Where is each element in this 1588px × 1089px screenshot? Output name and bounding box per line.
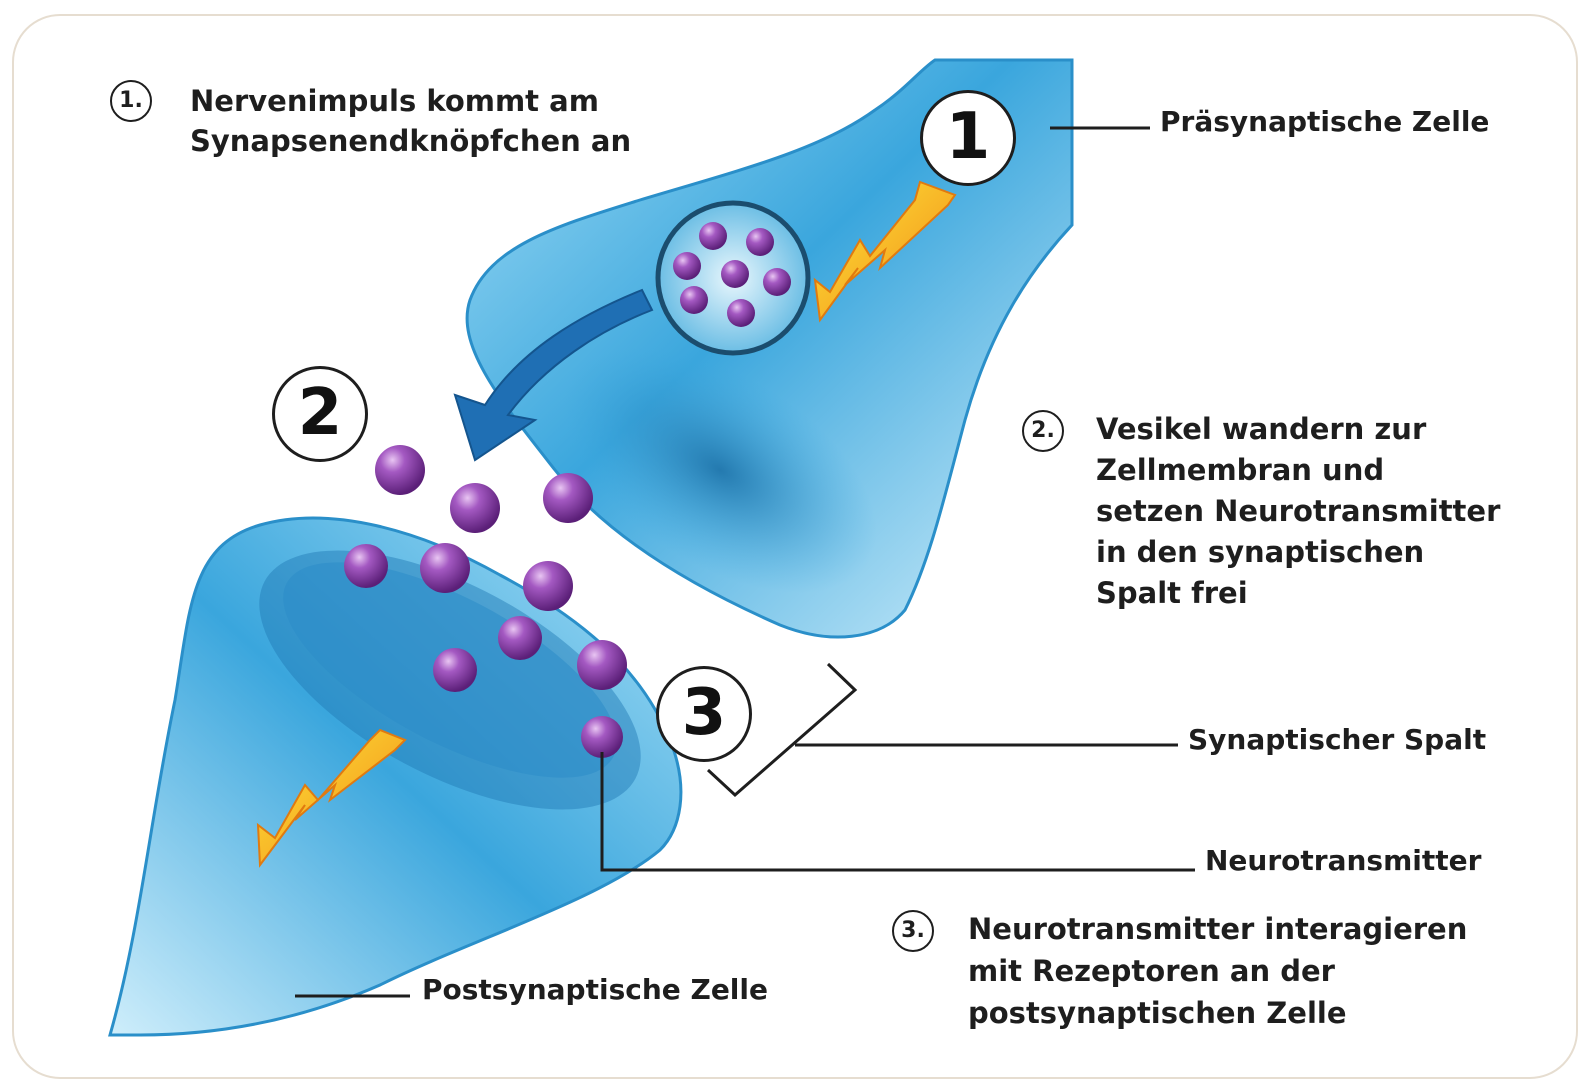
step-3-number: 3. xyxy=(892,910,934,952)
step-3-line-1: Neurotransmitter interagieren xyxy=(968,908,1467,950)
step-1-number: 1. xyxy=(110,80,152,122)
label-synaptic-cleft: Synaptischer Spalt xyxy=(1188,722,1486,758)
step-3-line-2: mit Rezeptoren an der xyxy=(968,950,1335,992)
step-2-line-1: Vesikel wandern zur xyxy=(1096,408,1426,450)
step-2-line-2: Zellmembran und xyxy=(1096,449,1384,491)
step-2-line-4: in den synaptischen xyxy=(1096,531,1424,573)
label-neurotransmitter: Neurotransmitter xyxy=(1205,843,1481,879)
step-2-line-3: setzen Neurotransmitter xyxy=(1096,490,1500,532)
step-1-line-1: Nervenimpuls kommt am xyxy=(190,80,599,122)
marker-2: 2 xyxy=(272,366,368,462)
step-3-line-3: postsynaptischen Zelle xyxy=(968,992,1347,1034)
neurotransmitter-leader xyxy=(602,752,1195,870)
label-postsynaptic-cell: Postsynaptische Zelle xyxy=(422,972,768,1008)
label-presynaptic-cell: Präsynaptische Zelle xyxy=(1160,104,1489,140)
step-2-number: 2. xyxy=(1022,410,1064,452)
marker-3: 3 xyxy=(656,666,752,762)
vesicle-icon xyxy=(658,203,808,353)
step-2-line-5: Spalt frei xyxy=(1096,572,1248,614)
step-1-line-2: Synapsenendknöpfchen an xyxy=(190,120,631,162)
postsynaptic-cell xyxy=(110,498,681,1035)
marker-1: 1 xyxy=(920,90,1016,186)
